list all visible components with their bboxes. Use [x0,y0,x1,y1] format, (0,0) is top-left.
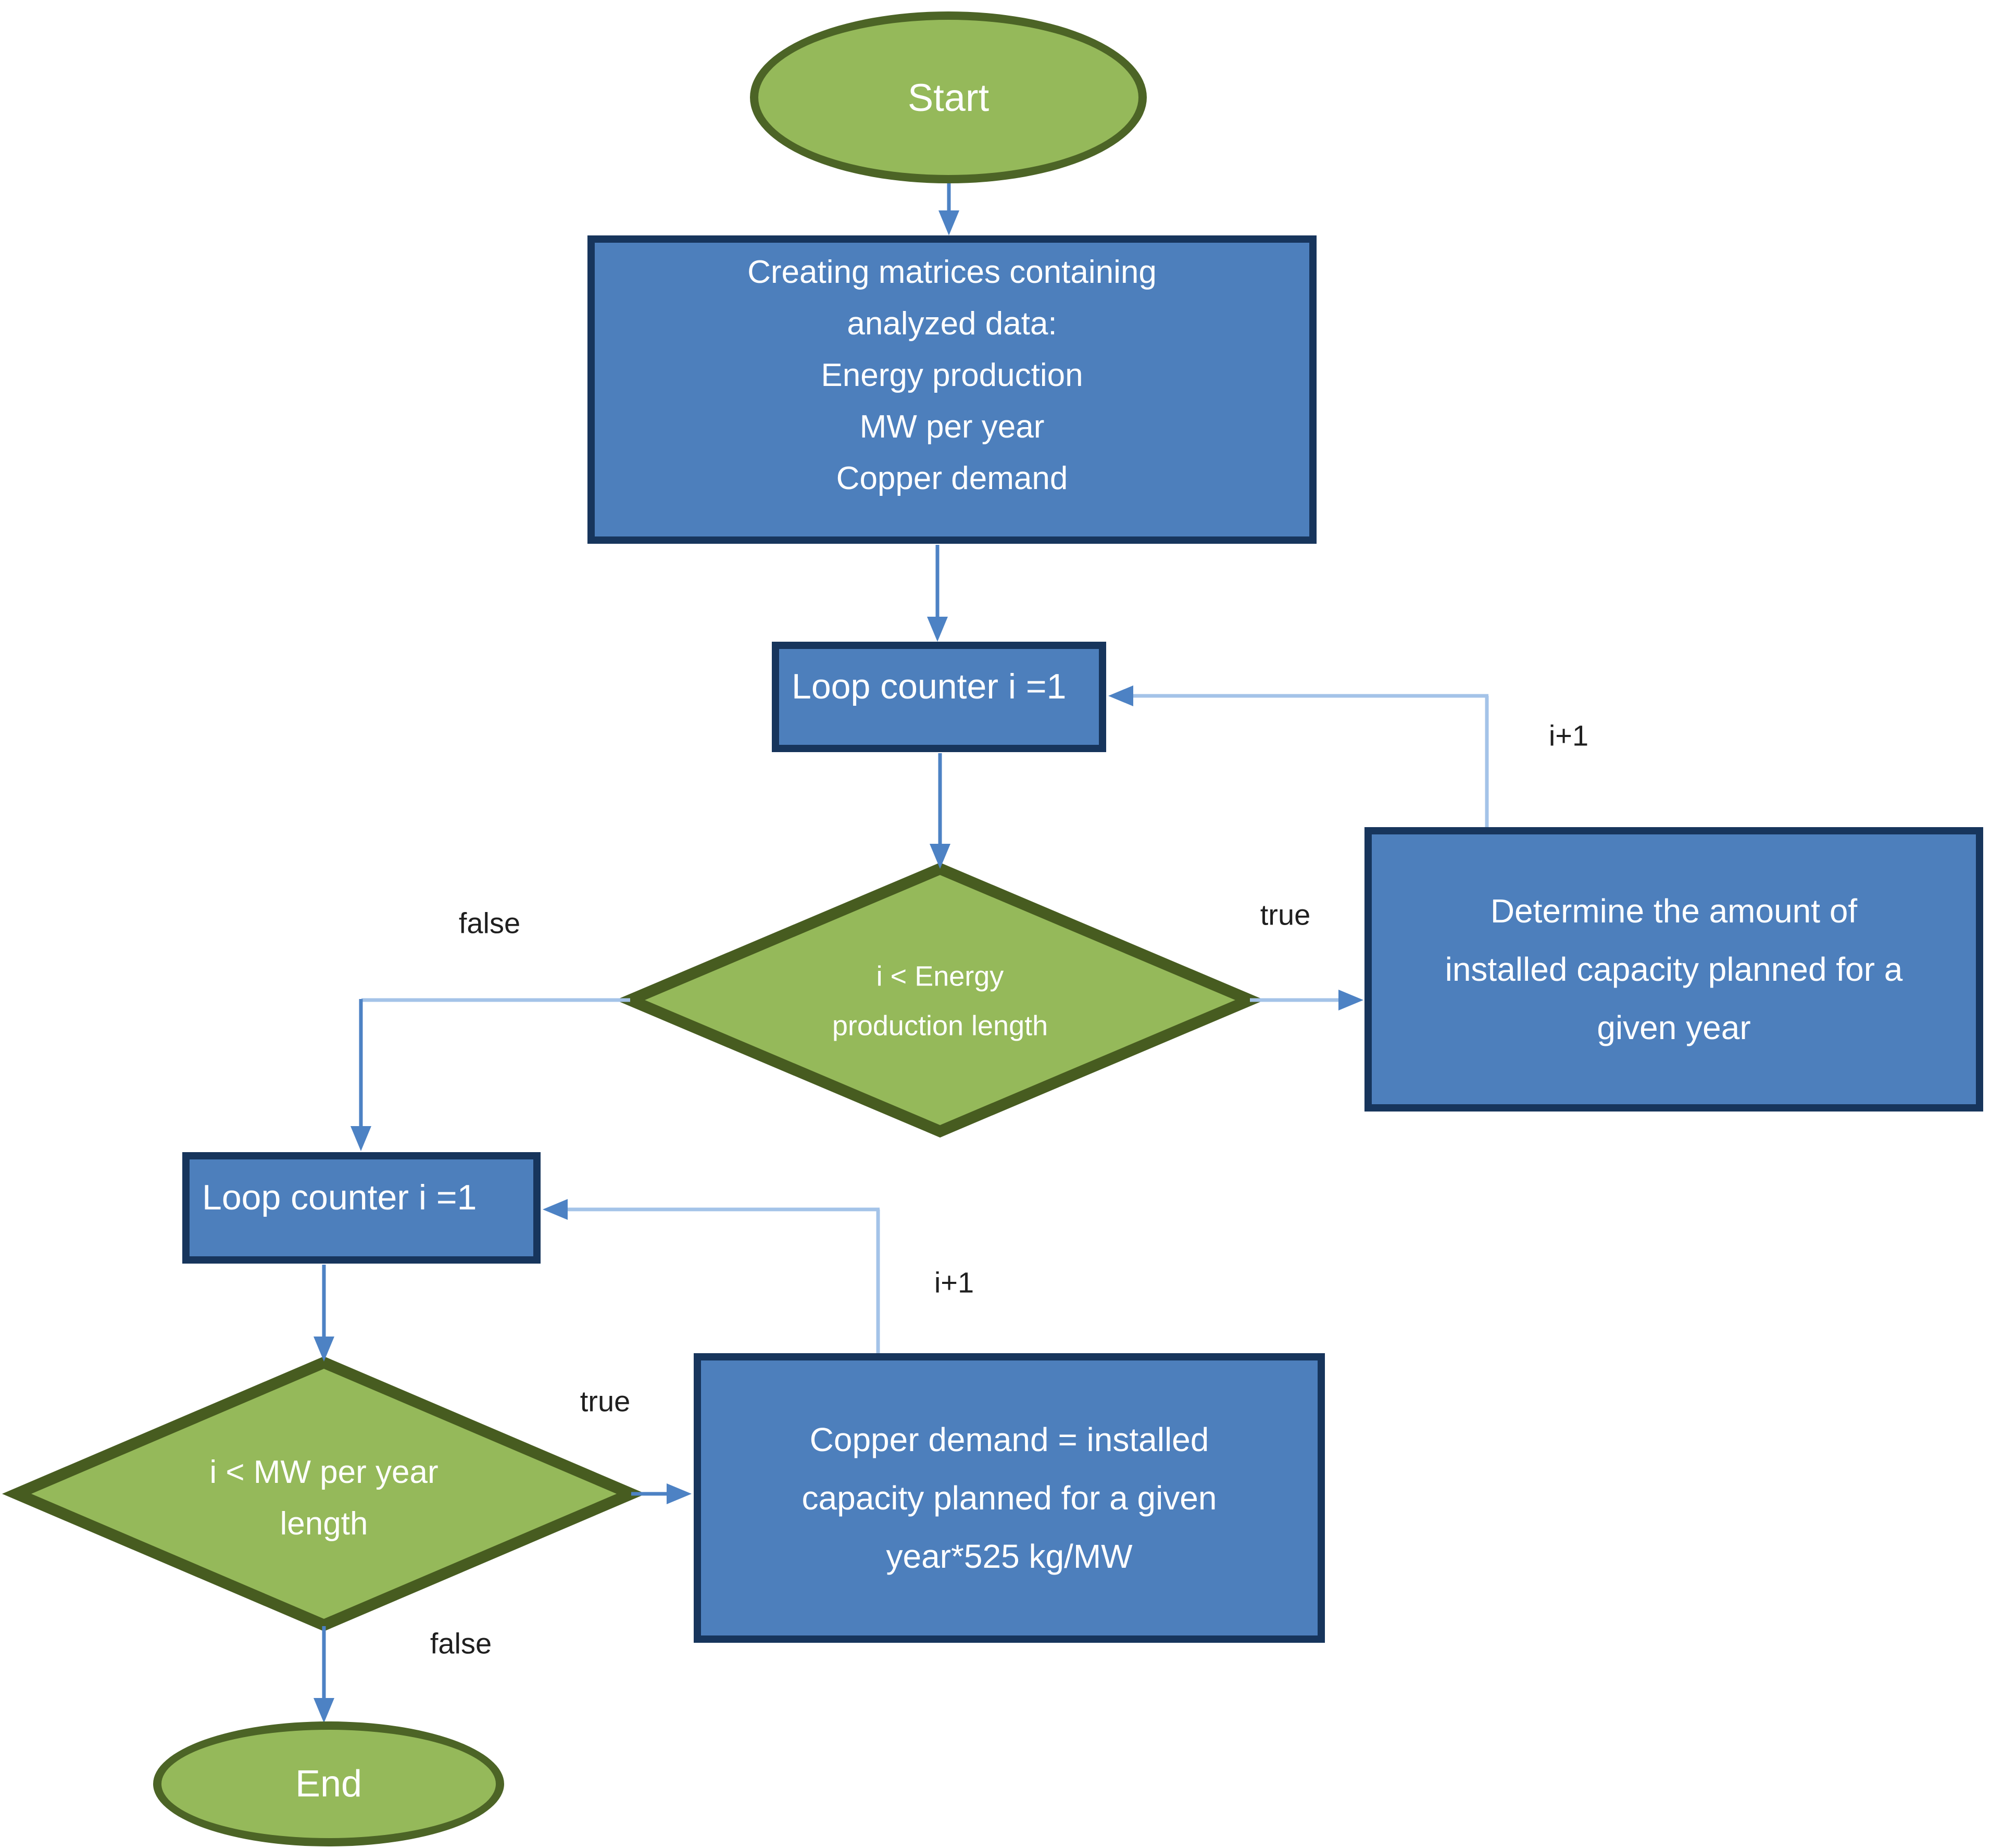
arrowhead-start-create [938,210,959,235]
arrowhead-decision2-false [314,1698,334,1723]
end-terminator: End [153,1721,504,1846]
arrowhead-decision1-true [1338,990,1363,1010]
arrowhead-create-loop1 [927,617,948,642]
loop-counter-1-process: Loop counter i =1 [772,642,1106,752]
decision2-true-label: true [580,1384,631,1418]
decision1-false-label: false [458,906,521,940]
loop-counter-2-process: Loop counter i =1 [182,1152,541,1264]
arrowhead-decision1-false [350,1126,371,1151]
arrowhead-decision2-true [667,1483,692,1504]
decision2-diamond [2,1356,646,1631]
loop2-increment-label: i+1 [934,1266,974,1299]
arrowhead-loop2-decision2 [314,1337,334,1362]
arrowhead-loop1-decision1 [930,844,950,869]
determine-capacity-process: Determine the amount of installed capaci… [1364,827,1983,1112]
decision1-label: i < Energy production length [832,960,1048,1042]
arrowhead-loopback1 [1108,685,1133,706]
copper-demand-process: Copper demand = installed capacity plann… [694,1353,1325,1643]
decision2-label: i < MW per year length [209,1454,439,1542]
start-terminator: Start [750,11,1147,183]
decision2-false-label: false [430,1627,492,1660]
decision1-diamond [615,863,1265,1138]
decision1-true-label: true [1260,898,1311,931]
arrowhead-loopback2 [543,1199,568,1220]
loop1-increment-label: i+1 [1548,719,1589,752]
create-matrices-process: Creating matrices containing analyzed da… [587,235,1317,544]
